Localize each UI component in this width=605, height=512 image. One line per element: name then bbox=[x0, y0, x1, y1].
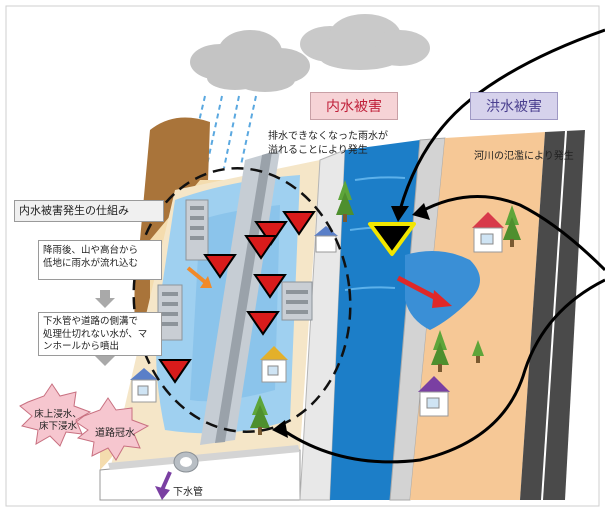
mechanism-title: 内水被害発生の仕組み bbox=[14, 200, 164, 222]
flood-damage-label: 洪水被害 bbox=[470, 92, 558, 120]
cloud-right bbox=[300, 14, 430, 70]
flood-water bbox=[405, 251, 480, 330]
sewer-arrow bbox=[155, 471, 172, 500]
flood-cause-note: 河川の氾濫により発生 bbox=[474, 151, 574, 162]
highway bbox=[520, 130, 585, 500]
water-level-marker bbox=[368, 222, 416, 256]
inland-damage-label: 内水被害 bbox=[310, 92, 398, 120]
rain-cloud bbox=[190, 30, 310, 92]
mechanism-step-1: 降雨後、山や高台から 低地に雨水が流れ込む bbox=[38, 240, 162, 280]
process-arrow-1 bbox=[95, 290, 115, 308]
overflow-arrow bbox=[396, 275, 452, 308]
inland-damage-text: 内水被害 bbox=[326, 99, 382, 115]
sewer-pipe-label: 下水管 bbox=[173, 487, 203, 498]
warehouse-building bbox=[281, 281, 313, 321]
damage-burst-floor bbox=[19, 383, 92, 447]
manhole-warning-markers bbox=[158, 211, 316, 384]
house-right-bottom bbox=[418, 376, 450, 417]
house-inland-top bbox=[314, 226, 338, 253]
house-inland-left bbox=[130, 368, 158, 403]
house-right-top bbox=[472, 212, 504, 253]
damage-burst-road bbox=[75, 397, 150, 461]
runoff-arrow bbox=[186, 266, 212, 288]
house-inland-middle bbox=[260, 346, 288, 383]
inland-cause-note: 排水できなくなった雨水が 溢れることにより発生 bbox=[268, 131, 388, 156]
mechanism-step-2: 下水管や道路の側溝で 処理仕切れない水が、マ ンホールから噴出 bbox=[38, 312, 162, 356]
office-building bbox=[185, 199, 209, 261]
pointer-arrowheads bbox=[272, 203, 430, 438]
section-edge bbox=[108, 445, 300, 470]
inland-area-outline bbox=[132, 166, 352, 434]
flood-damage-text: 洪水被害 bbox=[486, 99, 542, 115]
highway-lane-line bbox=[541, 131, 567, 500]
damage-road-text: 道路冠水 bbox=[95, 428, 135, 439]
tree-group bbox=[250, 180, 521, 435]
damage-floor-text: 床上浸水、 床下浸水 bbox=[34, 409, 82, 432]
sewer-pipe bbox=[173, 451, 199, 473]
